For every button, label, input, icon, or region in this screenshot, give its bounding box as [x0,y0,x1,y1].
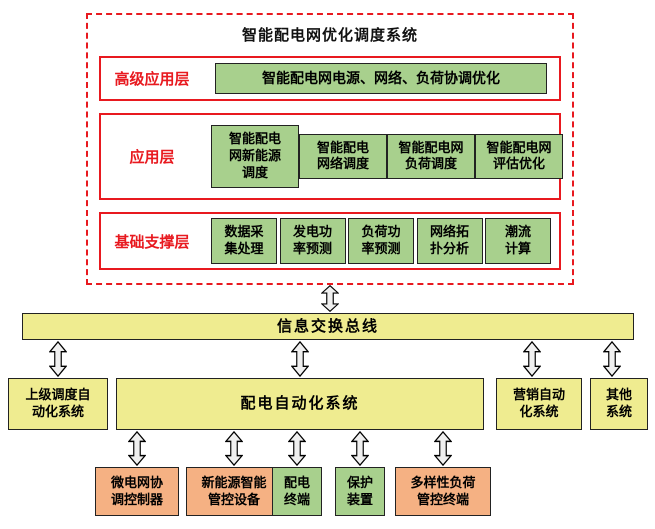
box-line: 营销自动 [512,387,565,403]
box-new-energy-control-equipment: 新能源智能 管控设备 [186,467,282,516]
box-data-acquisition: 数据采 集处理 [211,218,277,264]
box-other-systems: 其他 系统 [590,378,648,430]
box-line: 智能配电 [228,131,281,147]
box-line: 潮流 [504,224,531,240]
layer-content: 智能配电 网新能源 调度 智能配电 网络调度 智能配电网 负荷调度 智能配电网 … [203,125,571,188]
layer-advanced-application: 高级应用层 智能配电网电源、网络、负荷协调优化 [99,56,561,101]
box-line: 化系统 [519,404,559,419]
double-arrow-icon [351,431,369,466]
double-arrow-icon [434,431,452,466]
box-microgrid-controller: 微电网协 调控制器 [95,467,179,516]
double-arrow-icon [291,341,309,377]
box-line: 其他 [605,387,632,403]
box-line: 负荷功 [361,224,401,240]
box-superior-dispatch-system: 上级调度自 动化系统 [8,378,108,430]
box-line: 配电自动化系统 [240,395,360,413]
box-marketing-automation-system: 营销自动 化系统 [496,378,582,430]
box-line: 智能配电网 [398,139,464,155]
box-line: 率预测 [292,241,332,256]
box-coordinated-optimization: 智能配电网电源、网络、负荷协调优化 [215,63,547,94]
box-new-energy-dispatch: 智能配电 网新能源 调度 [211,125,299,188]
layer-label-advanced: 高级应用层 [114,71,190,88]
box-line: 智能配电网电源、网络、负荷协调优化 [262,70,500,87]
box-generation-power-forecast: 发电功 率预测 [279,218,346,264]
bus-label: 信息交换总线 [276,317,379,335]
layer-content: 数据采 集处理 发电功 率预测 负荷功 率预测 网络拓 扑分析 潮流 计算 [203,218,559,264]
box-line: 网络调度 [316,156,369,172]
box-line: 装置 [346,491,373,507]
box-evaluation-optimization: 智能配电网 评估优化 [475,133,563,180]
diagram-title: 智能配电网优化调度系统 [241,27,418,44]
layer-application: 应用层 智能配电 网新能源 调度 智能配电 网络调度 智能配电网 负荷调度 智能… [99,113,563,200]
box-line: 保护 [346,474,373,490]
double-arrow-icon [321,285,339,312]
box-load-dispatch: 智能配电网 负荷调度 [387,133,475,180]
box-line: 新能源智能 [201,474,267,490]
box-line: 微电网协 [110,474,163,490]
box-line: 多样性负荷 [410,474,476,490]
box-diverse-load-terminal: 多样性负荷 管控终端 [395,467,491,516]
box-line: 终端 [283,491,310,507]
box-line: 评估优化 [492,156,545,172]
double-arrow-icon [225,431,243,466]
box-distribution-automation-system: 配电自动化系统 [116,378,484,430]
box-line: 智能配电网 [486,139,552,155]
box-line: 管控终端 [416,491,469,507]
box-line: 负荷调度 [404,156,457,172]
box-line: 上级调度自 [25,387,91,403]
box-distribution-terminal: 配电 终端 [272,467,322,516]
double-arrow-icon [523,341,541,377]
double-arrow-icon [128,431,146,466]
layer-basic-support: 基础支撑层 数据采 集处理 发电功 率预测 负荷功 率预测 网络拓 扑分析 潮流… [99,212,561,270]
box-power-flow-calculation: 潮流 计算 [485,218,551,264]
box-line: 计算 [504,241,531,256]
box-line: 网络拓 [429,224,469,240]
box-line: 发电功 [292,224,332,240]
box-load-power-forecast: 负荷功 率预测 [348,218,414,264]
box-line: 系统 [605,404,632,419]
box-network-dispatch: 智能配电 网络调度 [299,133,387,180]
box-line: 数据采 [224,224,264,240]
box-protection-device: 保护 装置 [335,467,385,516]
box-line: 调控制器 [110,491,163,507]
layer-content: 智能配电网电源、网络、负荷协调优化 [203,63,559,94]
box-line: 管控设备 [207,491,260,507]
box-network-topology-analysis: 网络拓 扑分析 [416,218,483,264]
box-line: 率预测 [361,241,401,256]
info-exchange-bus: 信息交换总线 [22,313,634,340]
layer-label-application: 应用层 [129,149,175,166]
box-line: 网新能源 [228,148,281,164]
double-arrow-icon [49,341,67,377]
box-line: 智能配电 [316,139,369,155]
layer-label-basic-support: 基础支撑层 [114,233,190,251]
double-arrow-icon [603,341,621,377]
box-line: 配电 [283,474,310,490]
box-line: 集处理 [224,241,264,256]
box-line: 动化系统 [31,404,84,419]
double-arrow-icon [288,431,306,466]
box-line: 扑分析 [429,241,469,256]
box-line: 调度 [241,164,268,180]
